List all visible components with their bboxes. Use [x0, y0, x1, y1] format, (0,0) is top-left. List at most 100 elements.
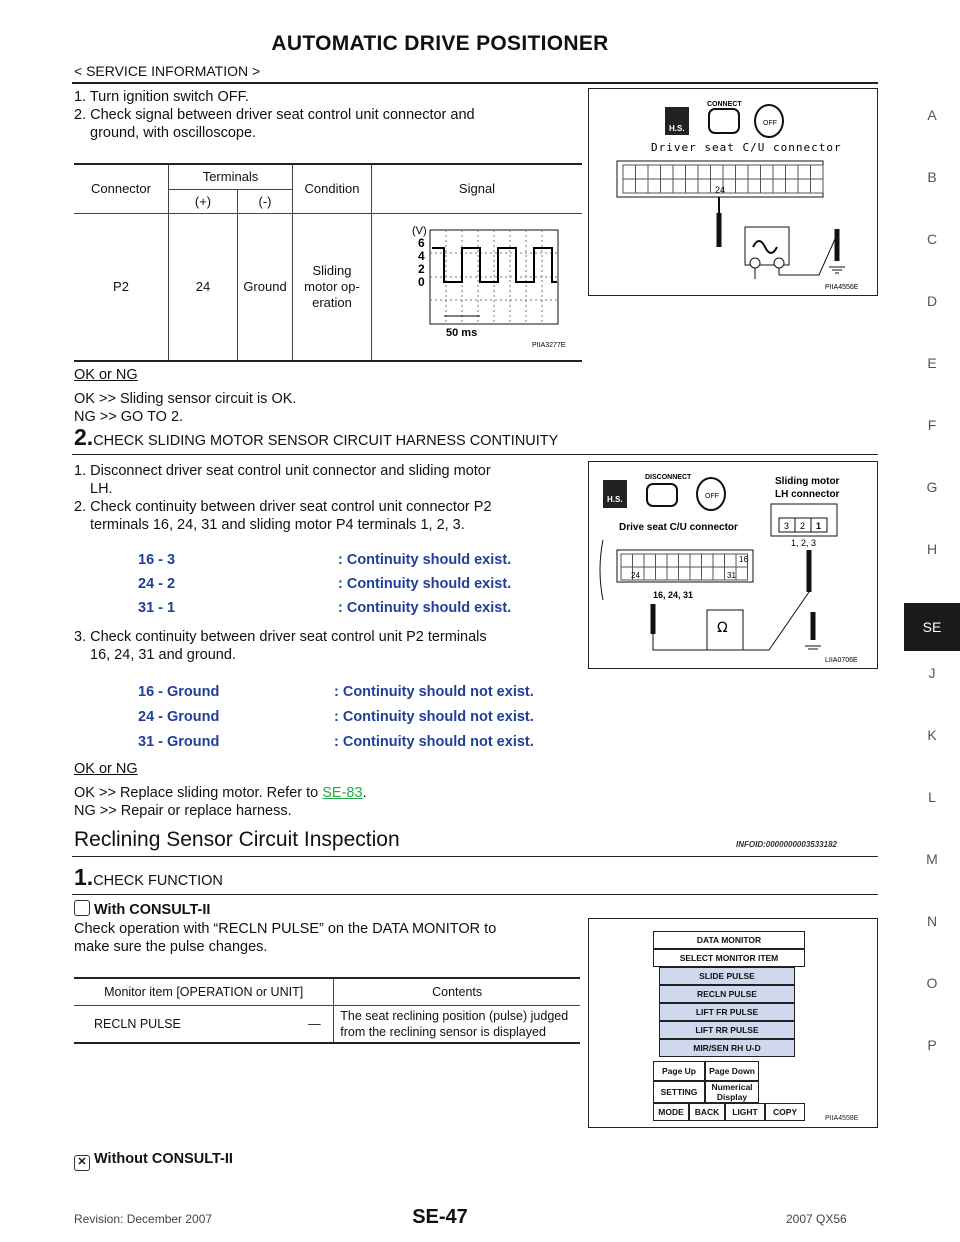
- page-up-button[interactable]: Page Up: [653, 1061, 705, 1081]
- step-number: 1.: [74, 864, 94, 890]
- instruction-line: ground, with oscilloscope.: [90, 125, 257, 141]
- cu-pin: 24: [631, 571, 640, 580]
- step-title: CHECK SLIDING MOTOR SENSOR CIRCUIT HARNE…: [93, 433, 559, 449]
- off-label: OFF: [763, 120, 777, 127]
- side-tab-k[interactable]: K: [927, 727, 937, 743]
- monitor-item[interactable]: LIFT RR PULSE: [659, 1021, 795, 1039]
- cell-condition: Sliding motor op- eration: [292, 213, 372, 361]
- ok-ng-label: OK or NG: [74, 761, 138, 777]
- side-tab-h[interactable]: H: [926, 541, 938, 557]
- osc-tick: 2: [418, 262, 425, 276]
- side-tab-d[interactable]: D: [926, 293, 938, 309]
- ok-ng-label: OK or NG: [74, 367, 138, 383]
- spec-row: 16 - Ground : Continuity should not exist…: [138, 684, 534, 709]
- step2-heading: 2.CHECK SLIDING MOTOR SENSOR CIRCUIT HAR…: [74, 424, 558, 451]
- side-tab-se[interactable]: SE: [904, 603, 960, 651]
- condition-line: Sliding: [312, 262, 352, 278]
- side-tab-f[interactable]: F: [927, 417, 937, 433]
- side-tab-j[interactable]: J: [928, 665, 936, 681]
- mode-button[interactable]: MODE: [653, 1103, 689, 1121]
- side-tab-e[interactable]: E: [927, 355, 937, 371]
- ohm-symbol: Ω: [717, 620, 728, 636]
- button-line: Display: [716, 1092, 748, 1102]
- osc-grid: [430, 230, 558, 325]
- ground-spec: 16 - Ground : Continuity should not exist…: [138, 684, 534, 759]
- spec-result: : Continuity should not exist.: [334, 734, 534, 750]
- monitor-item[interactable]: LIFT FR PULSE: [659, 1003, 795, 1021]
- col-minus: (-): [237, 189, 293, 213]
- instruction-line: Check operation with “RECLN PULSE” on th…: [74, 921, 497, 937]
- motor-label: Sliding motor: [775, 476, 840, 487]
- side-tab-b[interactable]: B: [927, 169, 937, 185]
- step2-rule: [72, 454, 878, 455]
- osc-screen: [429, 229, 559, 325]
- spec-result: : Continuity should exist.: [338, 552, 512, 568]
- side-tab-m[interactable]: M: [926, 851, 938, 867]
- monitor-item[interactable]: SLIDE PULSE: [659, 967, 795, 985]
- connector-caption: Driver seat C/U connector: [651, 141, 842, 154]
- oscilloscope-waveform: (V) 6 4 2 0 50 ms: [412, 225, 566, 349]
- instruction-line: 1. Disconnect driver seat control unit c…: [74, 463, 491, 479]
- spec-row: 16 - 3 : Continuity should exist.: [138, 552, 511, 576]
- contents-line: The seat reclining position (pulse) judg…: [340, 1008, 569, 1023]
- side-tab-a[interactable]: A: [927, 107, 937, 123]
- back-button[interactable]: BACK: [689, 1103, 725, 1121]
- side-tab-l[interactable]: L: [928, 789, 936, 805]
- revision: Revision: December 2007: [74, 1212, 213, 1226]
- spec-result: : Continuity should exist.: [338, 576, 512, 592]
- disconnect-label: DISCONNECT: [645, 474, 692, 481]
- page-down-button[interactable]: Page Down: [705, 1061, 759, 1081]
- motor-pin: 2: [800, 521, 805, 531]
- without-consult-label: Without CONSULT-II: [94, 1151, 233, 1167]
- se-83-link[interactable]: SE-83: [322, 785, 363, 801]
- light-button[interactable]: LIGHT: [725, 1103, 765, 1121]
- hs-text: H.S.: [669, 124, 685, 133]
- cell-plus: 24: [168, 213, 238, 361]
- instruction-line: 1. Turn ignition switch OFF.: [74, 89, 249, 105]
- monitor-item[interactable]: RECLN PULSE: [659, 985, 795, 1003]
- key-icon: [754, 104, 784, 138]
- side-tab-c[interactable]: C: [926, 231, 938, 247]
- ok-text-end: .: [362, 785, 367, 801]
- cu-pins: [620, 553, 748, 581]
- osc-unit: (V): [412, 225, 427, 237]
- monitor-item[interactable]: MIR/SEN RH U-D: [659, 1039, 795, 1057]
- side-tab-o[interactable]: O: [926, 975, 938, 991]
- instruction-line: terminals 16, 24, 31 and sliding motor P…: [90, 517, 465, 533]
- osc-time: 50 ms: [446, 327, 477, 339]
- ok-result: OK >> Sliding sensor circuit is OK.: [74, 391, 297, 407]
- spec-row: 31 - Ground : Continuity should not exist…: [138, 734, 534, 759]
- figure-sliding-motor-harness: H.S. DISCONNECT OFF Sliding motor LH con…: [588, 461, 878, 669]
- copy-button[interactable]: COPY: [765, 1103, 805, 1121]
- col-contents: Contents: [432, 984, 483, 999]
- spec-row: 24 - 2: Continuity should exist.: [138, 576, 511, 600]
- cu-label: Drive seat C/U connector: [619, 522, 738, 533]
- section-rule: [72, 856, 878, 857]
- spec-row: 24 - Ground: Continuity should not exist…: [138, 709, 534, 734]
- ohmmeter-icon: [706, 609, 744, 651]
- ok-result: OK >> Replace sliding motor. Refer to SE…: [74, 784, 367, 802]
- select-monitor-item[interactable]: SELECT MONITOR ITEM: [653, 949, 805, 967]
- page-number: SE-47: [412, 1206, 468, 1228]
- side-tab-p[interactable]: P: [927, 1037, 937, 1053]
- with-consult-label: With CONSULT-II: [94, 902, 211, 918]
- button-line: Numerical: [711, 1082, 753, 1092]
- setting-button[interactable]: SETTING: [653, 1081, 705, 1103]
- col-plus: (+): [168, 189, 238, 213]
- numerical-display-button[interactable]: Numerical Display: [705, 1081, 759, 1103]
- spec-terminals: 31 - Ground: [138, 734, 220, 750]
- ok-text: OK >> Replace sliding motor. Refer to: [74, 785, 323, 801]
- spec-result: : Continuity should not exist.: [334, 684, 534, 700]
- spec-terminals: 16 - 3: [138, 552, 176, 568]
- instruction-line: 3. Check continuity between driver seat …: [74, 629, 487, 645]
- side-index: A B C D E F G H SE J K L M N O P: [904, 100, 960, 1092]
- osc-tick: 6: [418, 236, 425, 250]
- side-tab-g[interactable]: G: [926, 479, 938, 495]
- spec-terminals: 16 - Ground: [138, 684, 220, 700]
- with-consult: With CONSULT-II: [74, 900, 210, 919]
- side-tab-n[interactable]: N: [926, 913, 938, 929]
- header-rule: [72, 82, 878, 84]
- no-consult-icon: ✕: [74, 1155, 90, 1171]
- condition-line: motor op-: [304, 278, 360, 294]
- motor-terms: 1, 2, 3: [791, 538, 816, 548]
